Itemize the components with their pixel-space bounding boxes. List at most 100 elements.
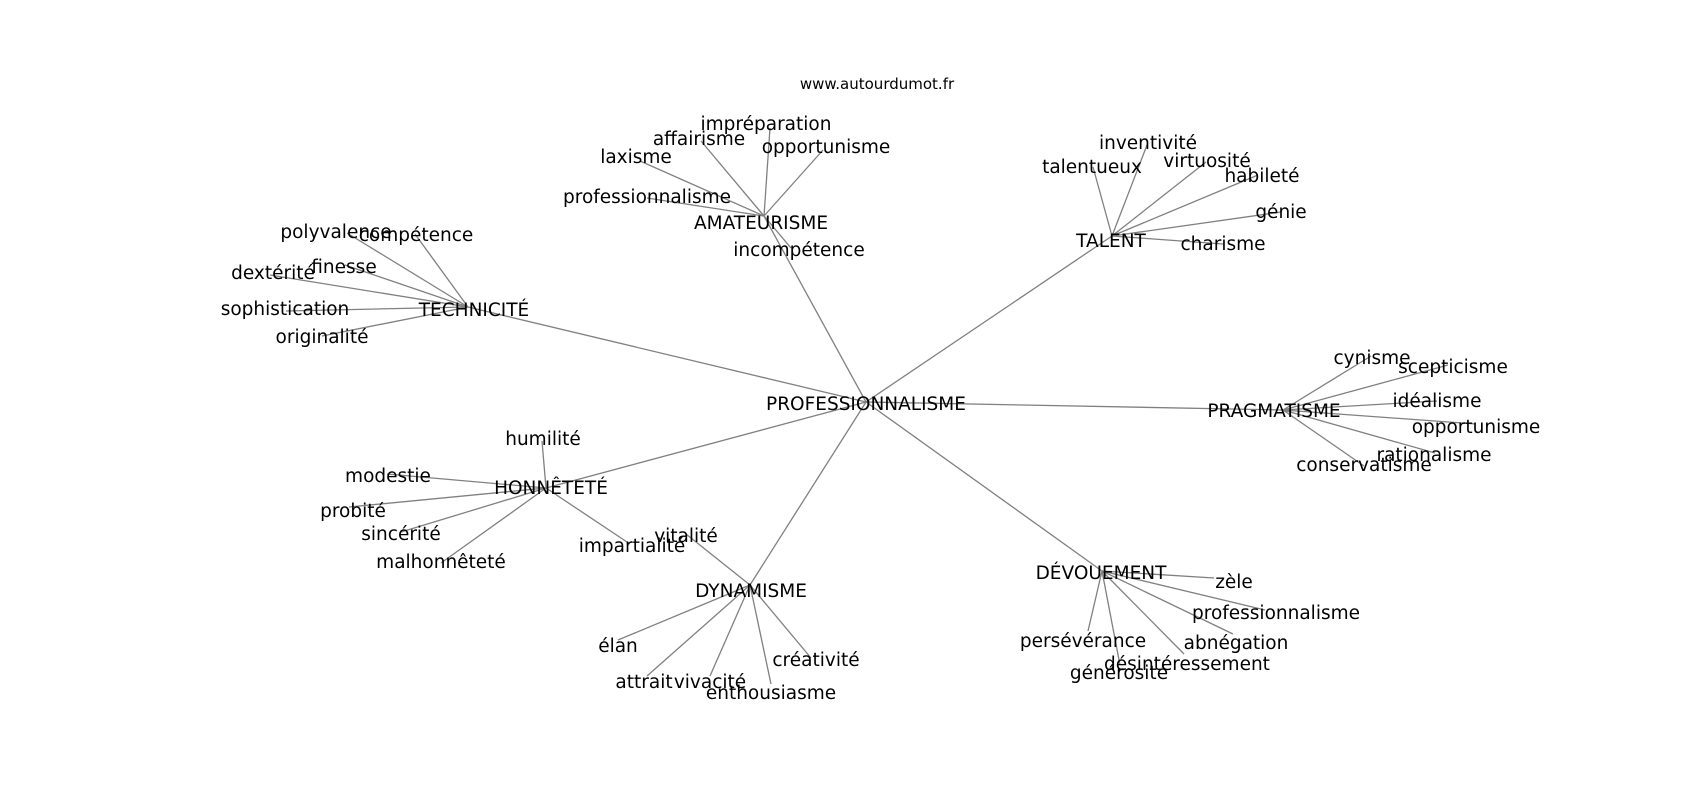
word-node-label[interactable]: sophistication <box>221 299 350 320</box>
edge-cluster-to-word <box>285 306 469 312</box>
edge-cluster-to-word <box>1111 144 1148 237</box>
edge-cluster-to-word <box>541 440 547 489</box>
word-node-label[interactable]: persévérance <box>1020 631 1146 652</box>
word-node-label[interactable]: zèle <box>1215 572 1253 593</box>
word-node-label[interactable]: talentueux <box>1042 157 1142 178</box>
word-node-label[interactable]: désintéressement <box>1104 654 1270 675</box>
edge-hub-to-cluster <box>749 401 867 586</box>
word-node-label[interactable]: charisme <box>1180 234 1265 255</box>
cluster-node-label[interactable]: HONNÊTETÉ <box>494 477 608 499</box>
word-node-label[interactable]: habileté <box>1224 166 1299 187</box>
cluster-node-label[interactable]: DYNAMISME <box>695 581 807 602</box>
word-node-label[interactable]: finesse <box>311 257 376 278</box>
edge-hub-to-cluster <box>545 401 867 489</box>
word-node-label[interactable]: polyvalence <box>280 222 391 243</box>
edge-cluster-to-word <box>617 584 751 641</box>
word-node-label[interactable]: génie <box>1255 202 1306 223</box>
edge-cluster-to-word <box>1282 409 1365 467</box>
word-node-label[interactable]: vitalité <box>654 526 718 547</box>
edge-hub-to-cluster <box>763 215 867 403</box>
edges-layer <box>269 127 1477 685</box>
edge-hub-to-cluster <box>865 401 1284 411</box>
word-node-label[interactable]: attrait <box>615 672 672 693</box>
word-node-label[interactable]: cynisme <box>1333 348 1410 369</box>
cluster-node-label[interactable]: PRAGMATISME <box>1207 401 1340 422</box>
cluster-node-label[interactable]: TECHNICITÉ <box>418 299 529 321</box>
center-node-label[interactable]: PROFESSIONNALISME <box>766 394 966 415</box>
edge-cluster-to-word <box>1087 570 1103 632</box>
source-url[interactable]: www.autourdumot.fr <box>800 75 955 93</box>
edge-cluster-to-word <box>646 197 765 217</box>
word-node-label[interactable]: virtuosité <box>1163 151 1250 172</box>
cluster-node-label[interactable]: TALENT <box>1075 231 1146 252</box>
word-node-label[interactable]: élan <box>598 636 638 657</box>
word-node-label[interactable]: inventivité <box>1099 133 1197 154</box>
word-node-label[interactable]: impartialité <box>579 536 686 557</box>
edge-cluster-to-word <box>344 264 469 308</box>
edge-cluster-to-word <box>1282 409 1477 425</box>
word-node-label[interactable]: originalité <box>276 327 369 348</box>
word-node-label[interactable]: vivacité <box>674 672 746 693</box>
edge-cluster-to-word <box>1282 364 1449 411</box>
edge-cluster-to-word <box>1111 174 1259 237</box>
word-node-label[interactable]: modestie <box>345 466 431 487</box>
edge-cluster-to-word <box>763 215 792 249</box>
edge-cluster-to-word <box>400 487 547 533</box>
edge-cluster-to-word <box>700 140 765 217</box>
edge-cluster-to-word <box>639 160 765 217</box>
edge-cluster-to-word <box>1101 570 1266 611</box>
edge-cluster-to-word <box>545 487 631 545</box>
edge-cluster-to-word <box>386 473 547 489</box>
edge-cluster-to-word <box>346 232 469 308</box>
word-node-label[interactable]: laxisme <box>600 147 672 168</box>
edge-cluster-to-word <box>1111 235 1224 245</box>
word-node-label[interactable]: affairisme <box>653 129 745 150</box>
edge-cluster-to-word <box>321 306 469 337</box>
edge-cluster-to-word <box>414 233 469 308</box>
cluster-node-label[interactable]: AMATEURISME <box>694 213 828 234</box>
word-node-label[interactable]: opportunisme <box>762 137 891 158</box>
word-node-label[interactable]: abnégation <box>1184 633 1289 654</box>
edge-cluster-to-word <box>1101 570 1215 579</box>
word-node-label[interactable]: rationalisme <box>1376 445 1491 466</box>
cluster-node-label[interactable]: DÉVOUEMENT <box>1036 562 1168 584</box>
edge-cluster-to-word <box>1282 400 1438 411</box>
word-node-label[interactable]: malhonnêteté <box>376 552 506 573</box>
word-node-label[interactable]: compétence <box>359 225 474 246</box>
edge-cluster-to-word <box>749 584 812 659</box>
edge-cluster-to-word <box>1111 161 1207 237</box>
word-node-label[interactable]: dextérité <box>231 263 315 284</box>
edge-cluster-to-word <box>1092 166 1113 237</box>
word-node-label[interactable]: générosité <box>1070 663 1168 684</box>
labels-layer: www.autourdumot.fr PROFESSIONNALISME AMAT… <box>221 75 1541 704</box>
edge-cluster-to-word <box>1111 211 1282 237</box>
word-node-label[interactable]: professionnalisme <box>1192 603 1360 624</box>
word-node-label[interactable]: créativité <box>772 650 859 671</box>
edge-cluster-to-word <box>269 274 469 308</box>
word-node-label[interactable]: impréparation <box>701 114 832 135</box>
word-node-label[interactable]: sincérité <box>361 524 440 545</box>
edge-cluster-to-word <box>440 487 547 564</box>
edge-cluster-to-word <box>1101 570 1234 635</box>
word-node-label[interactable]: incompétence <box>733 240 864 261</box>
word-node-label[interactable]: humilité <box>505 429 581 450</box>
edge-hub-to-cluster <box>865 235 1113 403</box>
edge-cluster-to-word <box>1101 570 1121 666</box>
word-node-label[interactable]: scepticisme <box>1398 357 1508 378</box>
word-node-label[interactable]: enthousiasme <box>706 683 836 704</box>
edge-cluster-to-word <box>1101 570 1185 655</box>
word-node-label[interactable]: professionnalisme <box>563 187 731 208</box>
edge-cluster-to-word <box>1282 355 1372 411</box>
edge-cluster-to-word <box>763 149 824 217</box>
word-node-label[interactable]: probité <box>320 501 386 522</box>
edge-cluster-to-word <box>685 533 751 586</box>
edge-hub-to-cluster <box>467 306 867 403</box>
word-node-label[interactable]: opportunisme <box>1412 417 1541 438</box>
edge-cluster-to-word <box>709 584 751 677</box>
edge-hub-to-cluster <box>865 401 1103 572</box>
word-node-label[interactable]: idéalisme <box>1393 391 1482 412</box>
edge-cluster-to-word <box>1282 409 1436 454</box>
word-node-label[interactable]: conservatisme <box>1296 455 1432 476</box>
